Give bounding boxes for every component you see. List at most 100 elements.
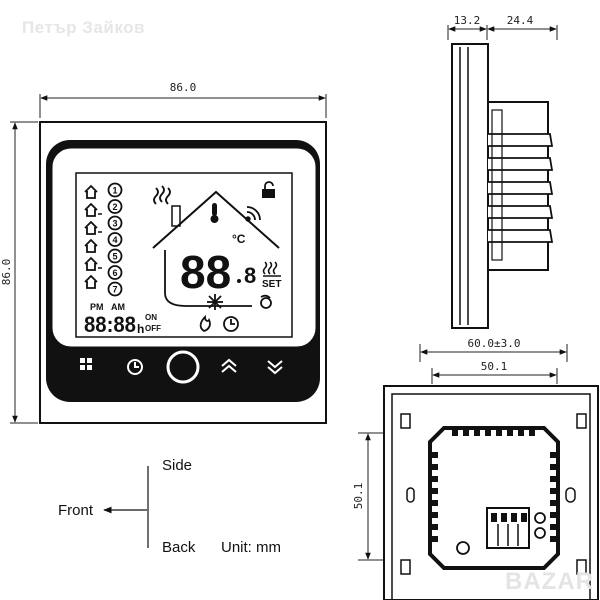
mounting-slot: [576, 559, 587, 575]
lcd-bezel: [52, 148, 316, 347]
flame-icon: [199, 314, 211, 332]
mounting-slot: [576, 413, 587, 429]
program-number: 4: [112, 235, 117, 245]
wifi-icon: [245, 206, 261, 222]
vent-tooth: [507, 430, 513, 436]
back-view: 60.0±3.0 50.1 50.1: [352, 337, 599, 600]
floor-heating-icon: [262, 261, 281, 277]
unit-label: Unit: mm: [221, 539, 281, 556]
program-number-circle: [107, 248, 123, 264]
terminal-fins: [488, 109, 554, 261]
house-icon: [84, 184, 98, 199]
brand-watermark: BAZAR: [505, 568, 594, 595]
program-number: 5: [112, 252, 117, 262]
legend-back-label: Back: [162, 539, 196, 556]
menu-button[interactable]: [80, 358, 92, 370]
legend-side-label: Side: [162, 457, 192, 474]
clock-suffix: h: [137, 322, 144, 336]
vent-tooth: [550, 524, 556, 530]
vent-tooth: [529, 430, 535, 436]
schedule-clock-icon: [223, 316, 239, 332]
program-number: 3: [112, 219, 117, 229]
terminal-block: [486, 507, 530, 549]
terminal-fin: [488, 205, 554, 219]
program-number-circle: [107, 199, 123, 214]
chimney: [171, 205, 181, 227]
mounting-slot: [565, 487, 576, 503]
vent-tooth: [550, 536, 556, 542]
house-icon: [84, 220, 102, 235]
program-number-circle: [107, 215, 123, 231]
terminal-screw: [534, 512, 546, 524]
vent-tooth: [550, 464, 556, 470]
vent-tooth: [452, 430, 458, 436]
off-label: OFF: [145, 324, 161, 333]
back-outer-label: 60.0±3.0: [468, 337, 521, 350]
house-icon: [84, 238, 98, 253]
on-label: ON: [145, 313, 157, 322]
orientation-legend: Side Front Back Unit: mm: [58, 457, 281, 556]
back-height-label: 50.1: [352, 483, 365, 510]
house-icon: [84, 274, 98, 289]
pm-label: PM: [90, 302, 104, 312]
vent-tooth: [474, 430, 480, 436]
clock-button[interactable]: [127, 359, 143, 375]
house-icon: [84, 256, 102, 271]
housing-vents: [432, 430, 556, 542]
heating-waves-icon: [153, 185, 171, 205]
terminal-fin: [488, 229, 554, 243]
vent-tooth: [496, 430, 502, 436]
vent-tooth: [550, 452, 556, 458]
am-label: AM: [111, 302, 125, 312]
terminal-screw: [534, 527, 546, 539]
program-number-circle: [107, 232, 123, 247]
reset-hole: [456, 541, 470, 555]
vent-tooth: [432, 524, 438, 530]
program-number-circle: [107, 281, 123, 297]
clock-digits: 88:88: [84, 312, 136, 337]
vent-tooth: [550, 512, 556, 518]
sun-icon: [207, 294, 223, 310]
program-number: 1: [112, 186, 117, 196]
program-number: 2: [112, 202, 117, 212]
lcd-screen: [75, 172, 293, 338]
seller-watermark: Петър Зайков: [22, 18, 145, 37]
front-height-label: 86.0: [0, 259, 13, 286]
side-view: 13.2 24.4: [447, 14, 558, 329]
house-roof-outline: [152, 190, 280, 249]
mounting-slot: [400, 559, 411, 575]
decimal-point: [237, 279, 241, 283]
fan-icon: [260, 294, 272, 309]
front-width-label: 86.0: [170, 81, 197, 94]
side-front-plate: [451, 43, 489, 329]
program-house-icons: [84, 184, 102, 289]
vent-tooth: [432, 512, 438, 518]
program-number-circle: [107, 265, 123, 280]
house-icon: [84, 202, 102, 217]
set-label: SET: [262, 279, 281, 290]
vent-tooth: [432, 536, 438, 542]
side-depth-label: 24.4: [507, 14, 534, 27]
vent-tooth: [432, 488, 438, 494]
back-inner-label: 50.1: [481, 360, 508, 373]
terminal-fin: [488, 181, 554, 195]
back-plate-inner-edge: [391, 393, 591, 600]
vent-tooth: [432, 500, 438, 506]
power-button[interactable]: [166, 350, 200, 384]
vent-tooth: [432, 452, 438, 458]
vent-tooth: [463, 430, 469, 436]
vent-tooth: [518, 430, 524, 436]
house-wall-outline: [164, 250, 252, 307]
vent-tooth: [432, 464, 438, 470]
up-button[interactable]: [221, 358, 237, 373]
temperature-decimal-digit: 8: [244, 263, 256, 288]
side-front-label: 13.2: [454, 14, 481, 27]
mounting-slot: [400, 413, 411, 429]
terminal-fin: [488, 157, 554, 171]
down-button[interactable]: [267, 360, 283, 375]
vent-tooth: [550, 500, 556, 506]
mounting-slot: [406, 487, 415, 503]
vent-tooth: [432, 476, 438, 482]
